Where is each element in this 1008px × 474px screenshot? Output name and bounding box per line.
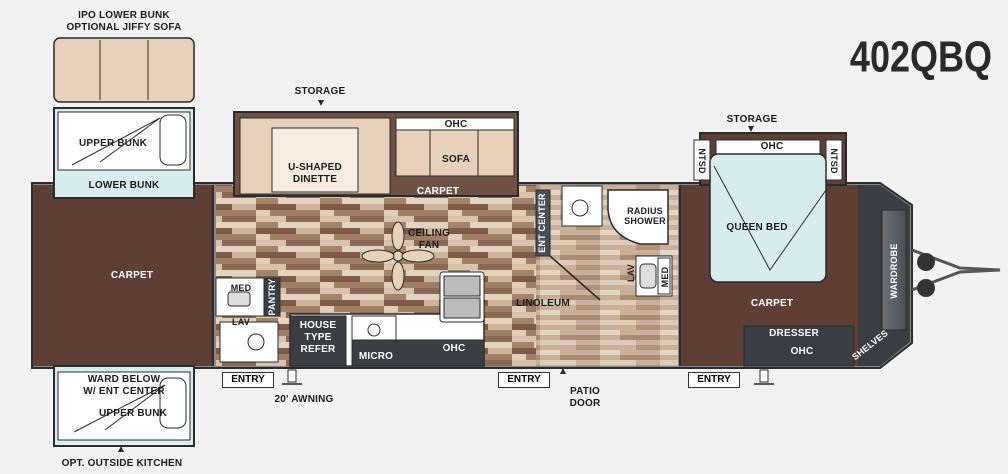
sofa-carpet-label: CARPET [416,186,460,197]
dinette-storage-label: STORAGE [294,86,346,97]
dresser-label: DRESSER [769,328,819,339]
awning-label: 20' AWNING [274,394,334,405]
outside-kitchen-label: OPT. OUTSIDE KITCHEN [61,458,183,469]
sofa-label: SOFA [441,154,471,165]
nightstand-right-label: NTSD [829,148,839,174]
dresser-ohc-label: OHC [790,346,814,357]
ipo-lower-bunk-label: IPO LOWER BUNK OPTIONAL JIFFY SOFA [66,10,182,33]
linoleum-label: LINOLEUM [516,298,570,309]
bed-ohc-label: OHC [760,141,784,152]
wardrobe-label: WARDROBE [889,243,899,299]
bath-lav-label: LAV [626,264,636,282]
entry-door-left: ENTRY [222,372,274,388]
ward-below-label: WARD BELOW W/ ENT CENTER [83,374,165,397]
bedroom-carpet-label: CARPET [750,298,794,309]
upper-bunk-top-label: UPPER BUNK [78,138,148,149]
ceiling-fan-label: CEILING FAN [408,228,450,251]
nightstand-left-label: NTSD [697,148,707,174]
radius-shower-label: RADIUS SHOWER [624,206,666,226]
entry-door-right: ENTRY [688,372,740,388]
upper-bunk-bottom-label: UPPER BUNK [98,408,168,419]
left-lav-label: LAV [232,317,250,327]
ent-center-label: ENT CENTER [537,193,547,253]
left-med-label: MED [230,283,252,293]
kitchen-ohc-label: OHC [442,343,466,354]
u-shaped-dinette-label: U-SHAPED DINETTE [288,162,342,185]
queen-bed-label: QUEEN BED [726,222,788,233]
micro-label: MICRO [358,351,394,362]
left-carpet-label: CARPET [110,270,154,281]
lower-bunk-label: LOWER BUNK [88,180,160,191]
pantry-label: PANTRY [267,278,277,316]
bed-storage-label: STORAGE [726,114,778,125]
sofa-ohc-label: OHC [444,119,468,130]
bath-med-label: MED [660,266,670,288]
patio-door-label: PATIO DOOR [569,386,601,409]
entry-door-middle: ENTRY [498,372,550,388]
house-refer-label: HOUSE TYPE REFER [299,320,337,355]
model-number: 402QBQ [849,31,992,81]
